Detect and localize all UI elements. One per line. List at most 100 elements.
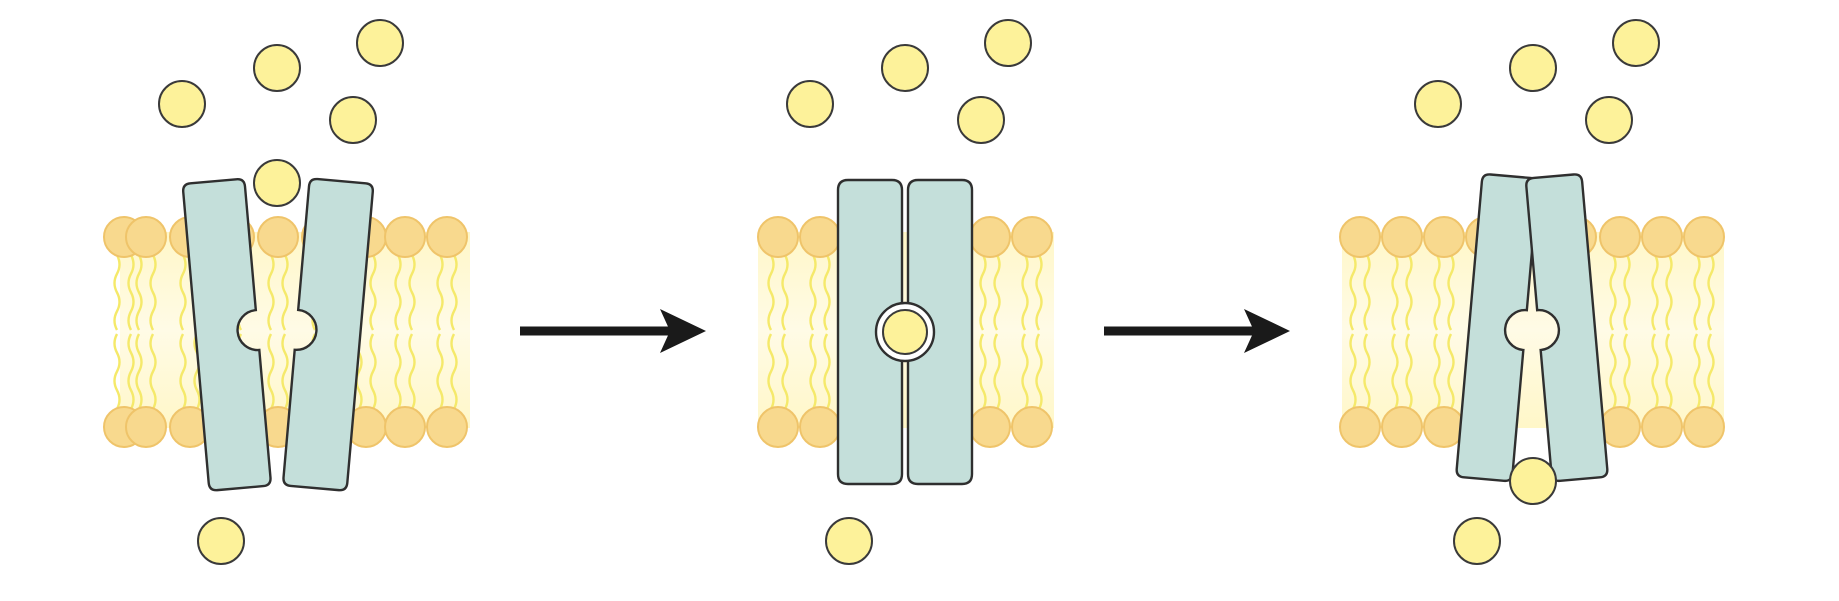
panel-1-open-outside: [103, 19, 470, 565]
lipid-tail: [408, 333, 416, 410]
lipid-head: [125, 406, 167, 448]
lipid-tail: [1693, 254, 1701, 331]
lipid-tail: [993, 333, 1001, 410]
lipid-tail: [281, 254, 289, 331]
lipid-tail: [1447, 333, 1455, 410]
lipid-tail: [1651, 254, 1659, 331]
lipid-tail: [450, 333, 458, 410]
lipid-head: [257, 216, 299, 258]
lipid-tail: [127, 333, 135, 410]
solute-molecule-inside: [825, 517, 873, 565]
lipid-tail: [1035, 254, 1043, 331]
lipid-tail: [1665, 254, 1673, 331]
solute-molecule: [158, 80, 206, 128]
transporter-protein-3: [1455, 173, 1609, 483]
solute-molecule: [1509, 44, 1557, 92]
lipid-tail: [1405, 254, 1413, 331]
lipid-tail: [1707, 333, 1715, 410]
lipid-tail: [149, 333, 157, 410]
lipid-tail: [369, 333, 377, 410]
solute-molecule: [1612, 19, 1660, 67]
solute-molecule-inside: [1453, 517, 1501, 565]
lipid-tail: [1363, 254, 1371, 331]
solute-molecule-inside: [197, 517, 245, 565]
lipid-head: [757, 216, 799, 258]
lipid-tail: [809, 254, 817, 331]
lipid-head: [1381, 406, 1423, 448]
lipid-tail: [113, 333, 121, 410]
lipid-head: [384, 406, 426, 448]
lipid-head: [426, 216, 468, 258]
lipid-tail: [781, 254, 789, 331]
solute-molecule-bound: [882, 309, 928, 355]
lipid-tail: [1447, 254, 1455, 331]
transporter-protein-1: [182, 177, 374, 492]
lipid-tail: [267, 254, 275, 331]
solute-molecule: [984, 19, 1032, 67]
lipid-tail: [1405, 333, 1413, 410]
lipid-tail: [193, 333, 201, 410]
lipid-tail: [1021, 254, 1029, 331]
lipid-tail: [781, 333, 789, 410]
lipid-tail: [436, 254, 444, 331]
lipid-head: [969, 216, 1011, 258]
lipid-tail: [1349, 333, 1357, 410]
lipid-head: [1641, 406, 1683, 448]
lipid-tail: [179, 254, 187, 331]
lipid-tail: [1623, 254, 1631, 331]
lipid-head: [1423, 216, 1465, 258]
lipid-tail: [1651, 333, 1659, 410]
lipid-head: [1011, 216, 1053, 258]
lipid-head: [757, 406, 799, 448]
lipid-tail: [135, 254, 143, 331]
lipid-head: [969, 406, 1011, 448]
solute-molecule: [329, 96, 377, 144]
protein-subunit-left: [182, 178, 272, 492]
panel-3-open-inside: [1339, 19, 1725, 565]
solute-molecule: [1585, 96, 1633, 144]
solute-molecule-entering: [253, 159, 301, 207]
lipid-tail: [1609, 254, 1617, 331]
solute-molecule-released: [1509, 457, 1557, 505]
process-arrow-1: [520, 309, 706, 353]
solute-molecule: [786, 80, 834, 128]
lipid-tail: [394, 333, 402, 410]
lipid-tail: [135, 333, 143, 410]
lipid-tail: [1021, 333, 1029, 410]
lipid-tail: [767, 254, 775, 331]
solute-molecule: [1414, 80, 1462, 128]
lipid-tail: [1707, 254, 1715, 331]
panel-2-occluded: [757, 19, 1054, 565]
lipid-tail: [450, 254, 458, 331]
lipid-tail: [179, 333, 187, 410]
lipid-tail: [823, 254, 831, 331]
lipid-tail: [149, 254, 157, 331]
lipid-tail: [823, 333, 831, 410]
lipid-tail: [1665, 333, 1673, 410]
lipid-head: [1011, 406, 1053, 448]
solute-molecule: [253, 44, 301, 92]
solute-molecules-1: [158, 19, 404, 565]
lipid-tail: [979, 333, 987, 410]
lipid-tail: [767, 333, 775, 410]
lipid-tail: [1035, 333, 1043, 410]
lipid-head: [125, 216, 167, 258]
lipid-tail: [1363, 333, 1371, 410]
lipid-head: [1641, 216, 1683, 258]
lipid-tail: [1623, 333, 1631, 410]
lipid-head: [1339, 406, 1381, 448]
lipid-head: [1599, 216, 1641, 258]
process-arrow-2: [1104, 309, 1290, 353]
lipid-head: [799, 406, 841, 448]
lipid-head: [384, 216, 426, 258]
solute-molecule: [957, 96, 1005, 144]
lipid-tail: [394, 254, 402, 331]
lipid-tail: [993, 254, 1001, 331]
lipid-tail: [408, 254, 416, 331]
lipid-tail: [1693, 333, 1701, 410]
lipid-tail: [1391, 333, 1399, 410]
lipid-tail: [809, 333, 817, 410]
lipid-head: [1339, 216, 1381, 258]
